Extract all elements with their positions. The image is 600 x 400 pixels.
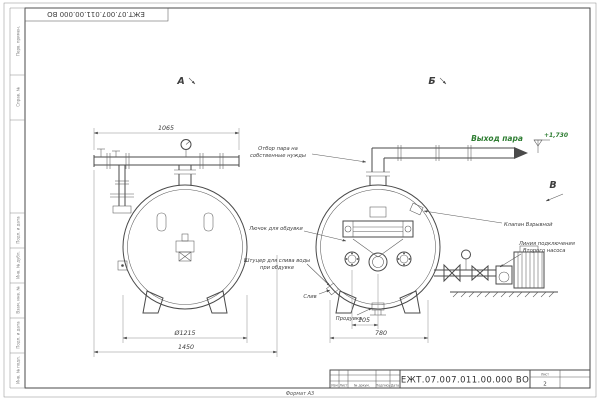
pump-line-leader xyxy=(499,253,522,268)
format-label: Формат А3 xyxy=(286,391,314,397)
hatch-label: Лючок для обдувки xyxy=(248,226,303,232)
hatch-leader xyxy=(303,230,347,242)
view-v-label: В xyxy=(549,180,556,191)
drain-fitting-leader xyxy=(306,263,331,287)
annotations: Выход пара +1,730 Отбор пара на собствен… xyxy=(244,132,575,322)
drain-label: Слив xyxy=(303,294,316,300)
extraction-label-2: собственные нужды xyxy=(250,153,306,159)
vessel-b-piping xyxy=(366,139,550,186)
pump-line-label-1: Линия подключения xyxy=(518,241,575,247)
col-sign: Подпись xyxy=(376,383,390,387)
dim-overall: 1450 xyxy=(178,344,194,351)
pump-casing xyxy=(495,265,513,285)
drain-leader xyxy=(318,289,331,295)
view-b: Б xyxy=(315,76,550,343)
blowdown-leader xyxy=(356,307,373,316)
dim-leg-span: 780 xyxy=(375,330,387,337)
sheet-label: Лист xyxy=(541,373,549,377)
title-doc-number: ЕЖТ.07.007.011.00.000 ВО xyxy=(401,376,529,386)
sheet-value: 2 xyxy=(543,382,547,388)
pump-detail xyxy=(434,245,558,298)
sheet-frame xyxy=(3,2,597,398)
explosion-valve-fitting xyxy=(409,202,424,216)
pressure-gauge-icon xyxy=(180,139,192,150)
leg-left xyxy=(142,290,164,314)
dim-port-offset: 105 xyxy=(358,317,370,324)
dim-pipe-span: 1065 xyxy=(158,125,174,132)
side-stub xyxy=(117,260,128,271)
explosion-valve-label: Клапан Взрывной xyxy=(504,222,553,228)
col-izm: Изм xyxy=(331,383,338,387)
flow-arrow xyxy=(514,147,528,159)
lifting-lug-right xyxy=(203,212,214,232)
stamp-inv-dubl: Инв. № дубл. xyxy=(16,251,21,278)
stamp-perv-primen: Перв. примен. xyxy=(16,26,21,56)
col-date: Дата xyxy=(391,383,399,387)
extraction-leader xyxy=(311,153,367,163)
leg-right xyxy=(399,290,421,314)
view-a-direction-arrow xyxy=(188,77,196,85)
view-v-direction-arrow xyxy=(545,193,564,202)
center-fitting xyxy=(175,240,195,253)
manhole-center xyxy=(368,252,388,272)
view-a-dimensions: 1065 Ø1215 1450 xyxy=(93,125,278,357)
sight-port-right xyxy=(396,251,412,267)
col-doc: № докум. xyxy=(354,383,370,387)
dim-diameter: Ø1215 xyxy=(174,329,196,337)
drain-fitting-label-1: Штуцер для слива воды xyxy=(244,258,310,264)
col-list: Лист xyxy=(339,383,347,387)
motor xyxy=(513,251,545,289)
pump-line-label-2: Второго насоса xyxy=(523,248,565,254)
valve-icon xyxy=(443,263,453,283)
pressure-gauge-icon xyxy=(461,249,471,260)
view-b-label: Б xyxy=(428,76,435,87)
view-b-dimensions: 105 780 xyxy=(329,270,429,343)
stamp-podp-data-1: Подп. и дата xyxy=(16,216,21,244)
stamp-vzam-inv: Взам. инв. № xyxy=(16,286,21,313)
leg-left xyxy=(335,290,357,314)
sight-port-left xyxy=(344,251,360,267)
top-doc-number: ЕЖТ.07.007.011.00.000 ВО xyxy=(47,10,145,18)
extraction-label-1: Отбор пара на xyxy=(258,146,298,152)
elevation-label: +1,730 xyxy=(544,132,568,139)
valve-icon xyxy=(471,264,481,282)
view-a-label: А xyxy=(176,76,184,87)
steam-outlet-label: Выход пара xyxy=(471,134,523,143)
lifting-lug-left xyxy=(156,212,167,232)
leg-right xyxy=(206,290,228,314)
water-gauge-panel xyxy=(342,220,414,238)
blowdown-label: Продувка xyxy=(336,316,362,322)
margin-stamps: Перв. примен. Справ. № Подп. и дата Инв.… xyxy=(16,26,21,384)
view-b-direction-arrow xyxy=(439,77,447,85)
safety-valve-body xyxy=(112,205,132,214)
stamp-podp-data-2: Подп. и дата xyxy=(16,321,21,349)
vessel-a-shell xyxy=(117,184,248,314)
explosion-valve-leader xyxy=(423,210,503,224)
drain-fitting-label-2: при обдувке xyxy=(260,265,294,271)
stamp-inv-podl: Инв. № подл. xyxy=(16,356,21,384)
title-block: Изм Лист № докум. Подпись Дата ЕЖТ.07.00… xyxy=(329,369,591,389)
stamp-sprav-no: Справ. № xyxy=(16,87,21,106)
view-a: А xyxy=(93,76,278,357)
vessel-a-piping xyxy=(93,139,240,214)
